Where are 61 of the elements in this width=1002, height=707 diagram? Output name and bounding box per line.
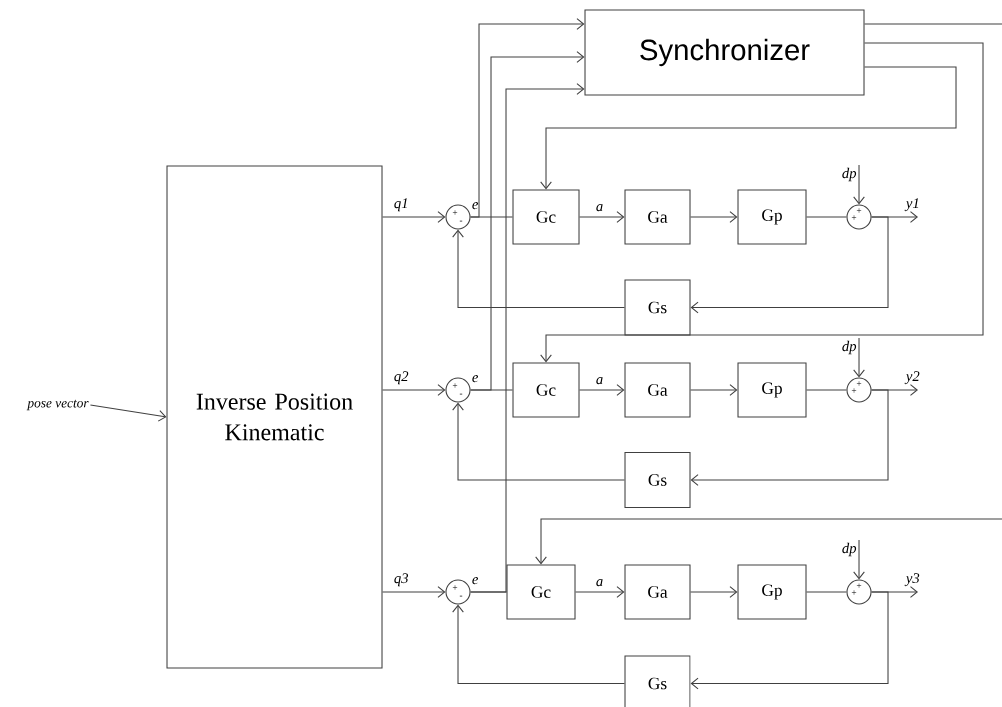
edge-label: y3 (904, 573, 920, 587)
arrow (452, 402, 625, 481)
edge-label: dp (842, 167, 857, 182)
arrow (89, 404, 167, 422)
block-box: Gc (512, 189, 580, 245)
block-box: Gp (737, 564, 807, 620)
arrow (853, 337, 865, 378)
edge-label: q2 (394, 371, 409, 385)
arrow (452, 229, 625, 309)
arrow (853, 539, 865, 580)
edge-label: a (596, 377, 603, 385)
arrow (382, 384, 446, 396)
block-box: Gc (506, 564, 576, 620)
arrow (470, 83, 585, 593)
arrow (690, 384, 738, 396)
arrow (540, 66, 957, 190)
arrow (853, 164, 865, 205)
block-box: Inverse Position Kinematic (166, 165, 383, 669)
block-box: Gs (624, 451, 691, 509)
arrow (690, 216, 889, 314)
arrow (690, 389, 889, 486)
summing-junction: + - (445, 377, 471, 403)
block-box: Gs (624, 279, 691, 336)
edge-label: a (596, 204, 603, 212)
arrow (579, 211, 625, 223)
edge-label: y2 (904, 371, 920, 385)
arrow (575, 586, 625, 598)
arrow (690, 211, 738, 223)
arrow (535, 23, 1002, 565)
edge-label: e (472, 577, 479, 585)
block-box: Ga (624, 564, 691, 620)
arrow (690, 586, 738, 598)
block-box: Ga (624, 362, 691, 418)
arrow (470, 51, 585, 391)
edge-label: q3 (394, 573, 408, 587)
edge-label: dp (842, 542, 857, 557)
block-box: Gp (737, 189, 807, 245)
edge-label: e (472, 375, 479, 383)
arrow (540, 42, 984, 363)
block-box: Gs (624, 655, 691, 707)
summing-junction: + - (445, 204, 471, 230)
edge-label: q1 (394, 198, 407, 212)
edge-label: e (472, 202, 479, 210)
input-label: pose vector (26, 399, 89, 411)
summing-junction: + + (846, 377, 872, 403)
block-box: Gp (737, 362, 807, 418)
arrow (690, 591, 889, 690)
block-box: Ga (624, 189, 691, 245)
arrow (452, 604, 625, 685)
summing-junction: + - (445, 579, 471, 605)
summing-junction: + + (846, 204, 872, 230)
arrow (579, 384, 625, 396)
arrow (382, 586, 446, 598)
block-box: Gc (512, 362, 580, 418)
edge-label: y1 (904, 198, 919, 212)
summing-junction: + + (846, 579, 872, 605)
edge-label: dp (842, 340, 857, 355)
arrow (470, 18, 585, 218)
edge-label: a (596, 579, 603, 587)
arrow (382, 211, 446, 223)
synchronizer-box: Synchronizer (584, 9, 865, 96)
